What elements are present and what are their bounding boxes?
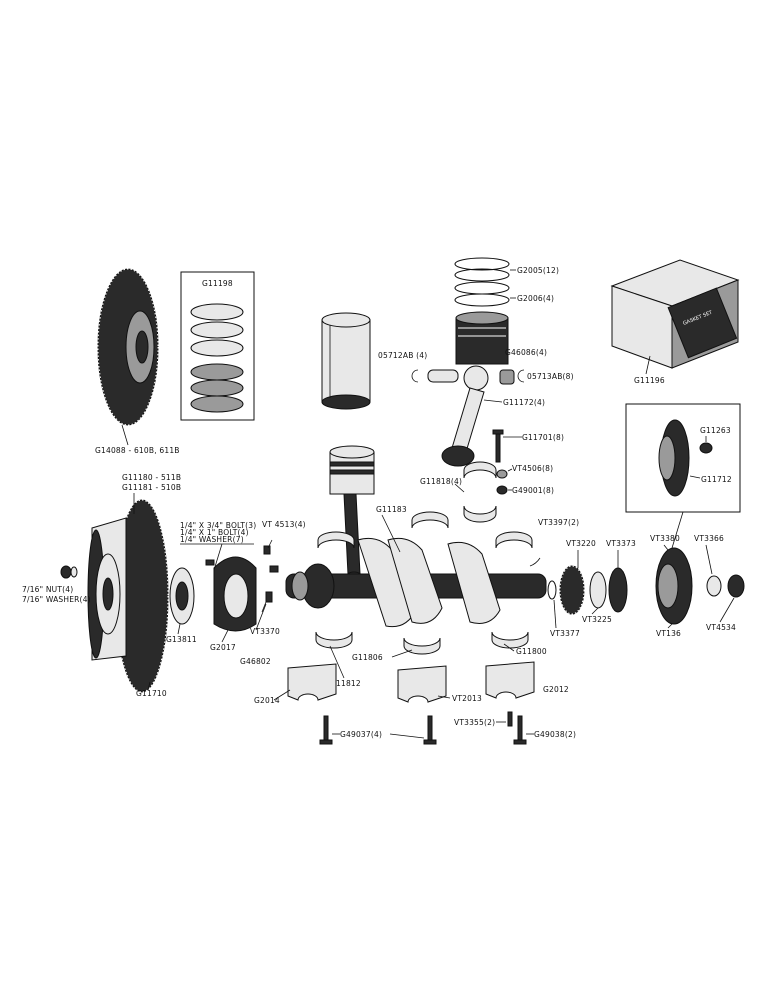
rod-bolt <box>492 429 522 463</box>
label-g11712: G11712 <box>701 475 732 484</box>
cap-bolts <box>319 711 534 745</box>
flywheel-assembly <box>87 499 169 693</box>
gasket-set-box: GASKET SET <box>610 259 740 375</box>
label-05713ab: 05713AB(8) <box>527 372 574 381</box>
label-g14088: G14088 - 610B, 611B <box>95 446 180 455</box>
label-g11196: G11196 <box>634 376 665 385</box>
rear-seal <box>169 567 195 635</box>
label-nut716: 7/16" NUT(4) <box>22 585 73 594</box>
label-05712ab: 05712AB (4) <box>378 351 427 360</box>
label-g11800: G11800 <box>516 647 547 656</box>
main-bearing-caps <box>287 661 535 703</box>
label-bolt34: 1/4" X 3/4" BOLT(3) <box>180 521 256 530</box>
label-vt3370: VT3370 <box>250 627 280 636</box>
dowel-pins <box>255 539 279 631</box>
label-g11806: G11806 <box>352 653 383 662</box>
seal-housing <box>213 556 257 643</box>
label-g11812: G11812 <box>330 679 361 688</box>
label-washer14: 1/4" WASHER(7) <box>180 535 244 544</box>
rod-bearing <box>463 461 497 523</box>
piston-upper <box>455 311 509 365</box>
label-vt3380: VT3380 <box>650 534 680 543</box>
label-g2014: G2014 <box>254 696 280 705</box>
label-g13811: G13811 <box>166 635 197 644</box>
label-g46086: G46086(4) <box>505 348 547 357</box>
main-bearing-upper <box>317 511 533 549</box>
label-g11180: G11180 - 511B <box>122 473 181 482</box>
label-g46802: G46802 <box>240 657 271 666</box>
label-g2017: G2017 <box>210 643 236 652</box>
label-g11710: G11710 <box>136 689 167 698</box>
label-g49037: G49037(4) <box>340 730 382 739</box>
piston-rings <box>454 257 516 307</box>
label-g49001: G49001(8) <box>512 486 554 495</box>
label-g11181: G11181 - 510B <box>122 483 181 492</box>
label-vt3377: VT3377 <box>550 629 580 638</box>
label-vt4513: VT 4513(4) <box>262 520 306 529</box>
label-vt3373: VT3373 <box>606 539 636 548</box>
connecting-rod <box>441 365 503 467</box>
label-g2006: G2006(4) <box>517 294 554 303</box>
label-washer716: 7/16" WASHER(4) <box>22 595 91 604</box>
cylinder-sleeve <box>321 312 371 410</box>
label-g11198: G11198 <box>202 279 233 288</box>
crankshaft <box>285 537 547 628</box>
front-crank-parts <box>529 547 745 625</box>
label-g11172: G11172(4) <box>503 398 545 407</box>
label-vt4506: VT4506(8) <box>512 464 553 473</box>
label-vt2013: VT2013 <box>452 694 482 703</box>
bolt-note-group <box>180 543 254 571</box>
flywheel-nut <box>60 565 78 579</box>
label-bolt1: 1/4" X 1" BOLT(4) <box>180 528 249 537</box>
label-vt3220: VT3220 <box>566 539 596 548</box>
label-vt3397: VT3397(2) <box>538 518 579 527</box>
label-g2012: G2012 <box>543 685 569 694</box>
label-vt3355: VT3355(2) <box>454 718 495 727</box>
flywheel-ring-gear <box>97 268 159 446</box>
label-g11183: G11183 <box>376 505 407 514</box>
label-vt3366: VT3366 <box>694 534 724 543</box>
label-g2005: G2005(12) <box>517 266 559 275</box>
label-g11263: G11263 <box>700 426 731 435</box>
rod-nut-washer <box>496 468 513 495</box>
piston-ring-set-box <box>180 271 255 421</box>
label-vt3225: VT3225 <box>582 615 612 624</box>
label-g11818: G11818(4) <box>420 477 462 486</box>
wrist-pin <box>411 369 525 385</box>
main-bearing-lower <box>315 631 529 655</box>
label-vt136: VT136 <box>656 629 681 638</box>
label-g49038: G49038(2) <box>534 730 576 739</box>
label-g11701: G11701(8) <box>522 433 564 442</box>
label-vt4534: VT4534 <box>706 623 736 632</box>
pulley-inset-box <box>625 403 741 513</box>
